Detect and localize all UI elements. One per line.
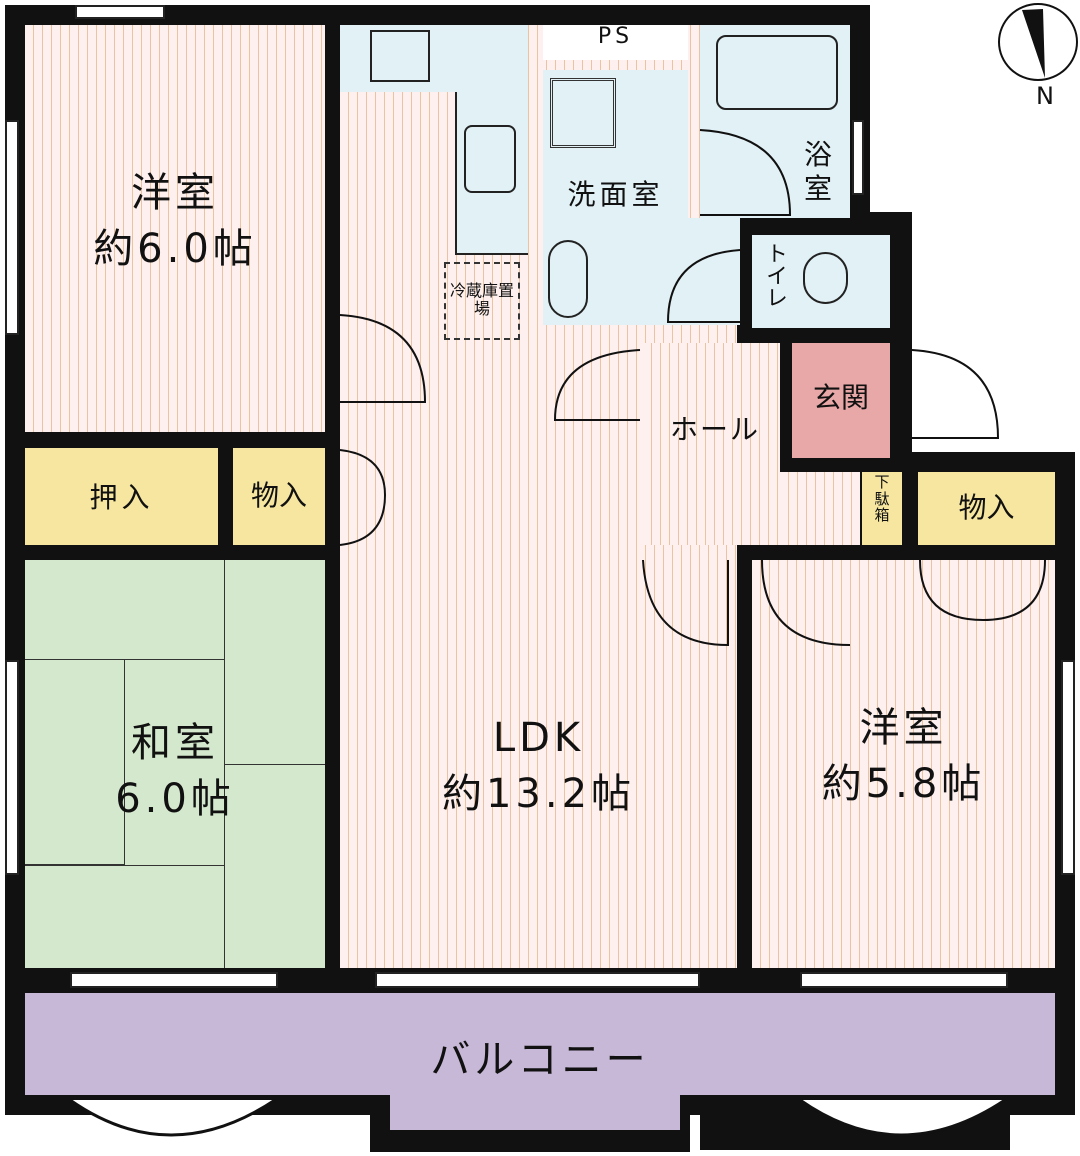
room-size: 約6.0帖 xyxy=(93,226,257,272)
room-washitsu xyxy=(25,560,325,968)
stove-icon xyxy=(370,30,430,82)
window xyxy=(375,972,700,988)
toilet-label: トイレ xyxy=(762,242,787,308)
closet-west xyxy=(233,448,325,545)
shoe-box-label: 下駄箱 xyxy=(874,473,890,524)
oshiire-label: 押入 xyxy=(89,481,154,514)
room-size: 約13.2帖 xyxy=(441,771,636,817)
fridge-space xyxy=(444,262,520,340)
room-name: 和室 xyxy=(131,720,219,766)
compass-north-label: N xyxy=(1036,82,1054,110)
washbasin-icon xyxy=(548,240,588,318)
window xyxy=(1061,660,1075,875)
window xyxy=(800,972,1008,988)
window xyxy=(5,120,19,335)
window xyxy=(852,120,864,195)
room-hall xyxy=(643,343,780,545)
room-entrance xyxy=(792,343,890,458)
entrance-label: 玄関 xyxy=(812,381,869,414)
room-size: 6.0帖 xyxy=(115,776,235,822)
balcony-label: バルコニー xyxy=(430,1037,650,1083)
closet-east-label: 物入 xyxy=(958,491,1015,524)
bath-label: 浴室 xyxy=(803,138,836,205)
closet-east xyxy=(918,472,1055,545)
fridge-label: 冷蔵庫置場 xyxy=(449,281,514,318)
bathtub-icon xyxy=(716,35,838,110)
washing-machine-icon xyxy=(550,78,616,148)
window xyxy=(75,5,165,19)
balcony xyxy=(25,993,1055,1095)
pipe-space xyxy=(543,25,688,60)
washroom-label: 洗面室 xyxy=(567,178,664,211)
room-western-nw xyxy=(25,25,325,432)
shoe-box xyxy=(862,472,902,545)
compass xyxy=(998,3,1078,81)
room-name: LDK xyxy=(492,715,585,761)
room-western-se xyxy=(752,560,1055,968)
ps-label: PS xyxy=(597,24,634,49)
window xyxy=(70,972,278,988)
toilet-icon xyxy=(803,252,848,304)
room-name: 洋室 xyxy=(131,170,219,216)
oshiire-closet xyxy=(25,448,218,545)
hall-label: ホール xyxy=(669,413,760,446)
sink-icon xyxy=(464,125,516,193)
window xyxy=(5,660,19,875)
room-bath xyxy=(700,25,850,218)
room-name: 洋室 xyxy=(859,705,948,751)
closet-west-label: 物入 xyxy=(250,479,307,512)
room-size: 約5.8帖 xyxy=(821,761,986,807)
